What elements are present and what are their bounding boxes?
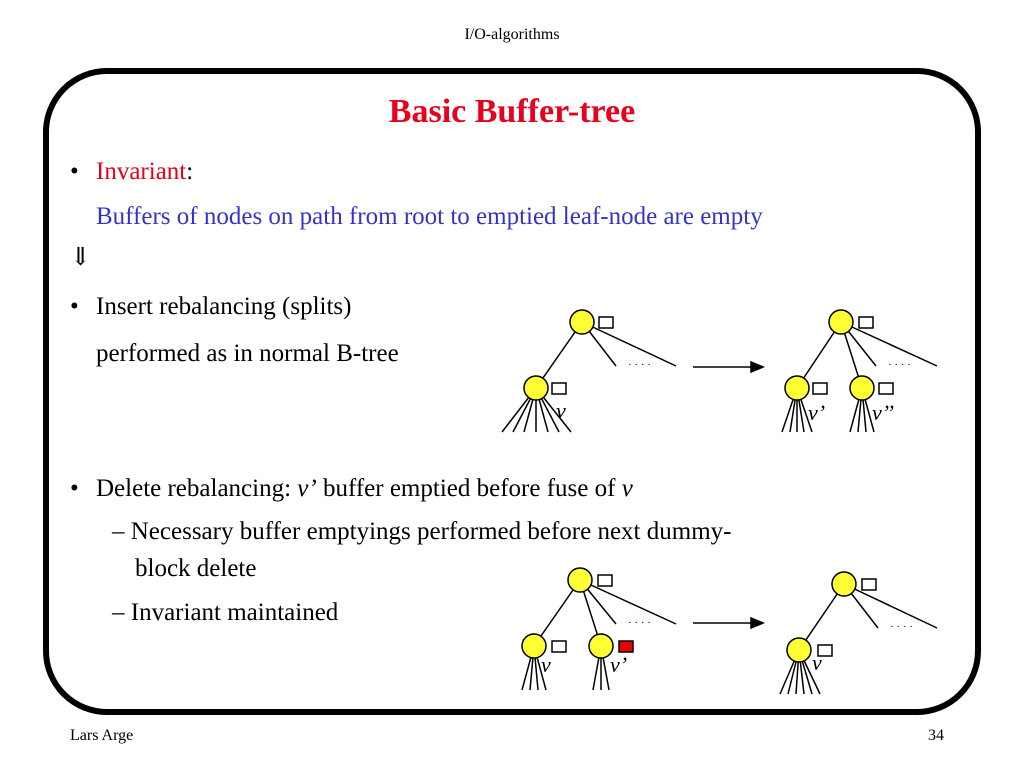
node-label-v: v bbox=[812, 650, 822, 675]
buffer-box bbox=[858, 316, 874, 329]
node-label-v-double-prime: v’’ bbox=[872, 400, 894, 425]
invariant-term: Invariant bbox=[96, 158, 187, 185]
node-label-v-prime: v’ bbox=[808, 400, 825, 425]
node-label-v-prime: v’ bbox=[610, 652, 627, 677]
siblings-ellipsis: · · · · bbox=[628, 617, 651, 629]
sub-bullet-emptyings-line1: – Necessary buffer emptyings performed b… bbox=[112, 518, 732, 545]
buffer-box bbox=[551, 382, 567, 395]
invariant-text: Buffers of nodes on path from root to em… bbox=[96, 203, 763, 230]
siblings-ellipsis: · · · · bbox=[628, 359, 651, 371]
delete-after-tree bbox=[779, 571, 938, 695]
siblings-ellipsis: · · · · bbox=[890, 621, 913, 633]
insert-rebalancing-line1: Insert rebalancing (splits) bbox=[96, 293, 352, 320]
implies-arrow: ⇓ bbox=[70, 244, 91, 271]
tree-node bbox=[521, 633, 547, 659]
buffer-box bbox=[597, 574, 613, 587]
sub-bullet-emptyings-line2: block delete bbox=[135, 555, 257, 582]
node-label-v: v bbox=[541, 652, 551, 677]
sub-bullet-invariant: – Invariant maintained bbox=[112, 599, 339, 626]
page-number: 34 bbox=[928, 727, 944, 744]
bullet-marker: • bbox=[70, 475, 79, 502]
buffer-box bbox=[817, 644, 833, 657]
slide-title: Basic Buffer-tree bbox=[388, 93, 636, 130]
root-node bbox=[828, 309, 854, 335]
root-node bbox=[569, 309, 595, 335]
insert-after-tree bbox=[781, 309, 938, 433]
tree-node bbox=[849, 375, 875, 401]
footer-author: Lars Arge bbox=[70, 727, 134, 744]
slide-frame bbox=[43, 68, 981, 715]
insert-before-tree bbox=[501, 309, 677, 433]
node-label-v: v bbox=[556, 398, 566, 423]
delete-rebalancing-line: Delete rebalancing: v’ buffer emptied be… bbox=[96, 475, 633, 503]
bullet-marker: • bbox=[70, 158, 79, 185]
delete-middle: buffer emptied before fuse of bbox=[316, 475, 622, 502]
insert-rebalancing-line2: performed as in normal B-tree bbox=[96, 340, 399, 367]
tree-node bbox=[786, 637, 812, 663]
tree-node bbox=[588, 633, 614, 659]
siblings-ellipsis: · · · · bbox=[888, 359, 911, 371]
delete-vprime: v’ bbox=[297, 475, 317, 502]
buffer-box bbox=[878, 382, 894, 395]
arrow-head bbox=[750, 616, 765, 630]
invariant-colon: : bbox=[186, 158, 194, 185]
root-node bbox=[567, 567, 593, 593]
root-node bbox=[831, 571, 857, 597]
delete-v: v bbox=[621, 475, 633, 502]
slide-header: I/O-algorithms bbox=[464, 26, 560, 43]
delete-before-tree bbox=[521, 567, 677, 691]
buffer-box bbox=[812, 382, 828, 395]
tree-node bbox=[523, 375, 549, 401]
full-buffer-box bbox=[618, 640, 634, 653]
arrow-head bbox=[750, 360, 765, 374]
invariant-line: Invariant: bbox=[96, 158, 193, 186]
buffer-box bbox=[861, 578, 877, 591]
buffer-box bbox=[598, 316, 614, 329]
tree-node bbox=[784, 375, 810, 401]
bullet-marker: • bbox=[70, 293, 79, 320]
buffer-box bbox=[551, 640, 567, 653]
delete-prefix: Delete rebalancing: bbox=[96, 475, 298, 502]
